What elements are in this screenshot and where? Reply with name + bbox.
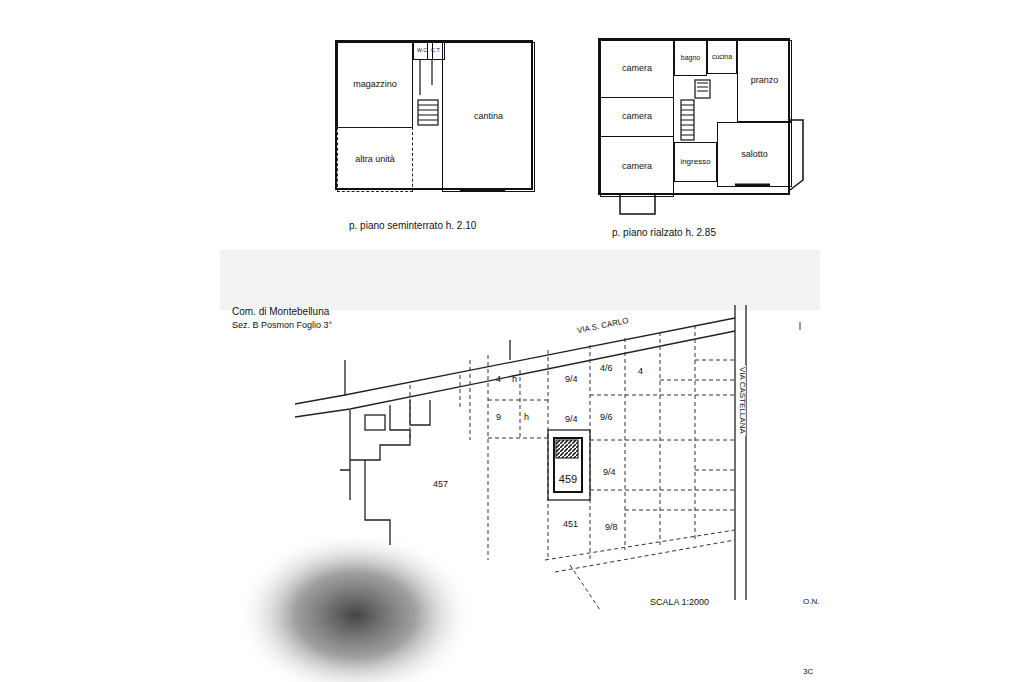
room: salotto	[717, 122, 792, 187]
road-outline	[295, 305, 746, 600]
bay-window	[460, 120, 803, 214]
map-label: 3C	[803, 668, 813, 677]
room: bagno	[674, 40, 707, 76]
room-label: salotto	[741, 150, 768, 160]
room: W.C.	[413, 42, 433, 60]
plan-caption: p. piano rialzato h. 2.85	[612, 227, 716, 238]
stair-symbol	[681, 80, 710, 140]
room-label: cucina	[712, 53, 732, 61]
room-label: magazzino	[353, 80, 397, 90]
room-label: C.T.	[431, 48, 441, 54]
room-label: altra unità	[355, 155, 395, 165]
parcel-building: 459	[553, 437, 583, 493]
map-label: 9	[496, 413, 501, 423]
room-label: pranzo	[751, 76, 779, 86]
floor-plan: p. piano seminterrato h. 2.10magazzinoW.…	[335, 40, 533, 190]
room: cucina	[707, 40, 737, 74]
map-label: h	[512, 375, 517, 385]
room: camera	[600, 136, 674, 197]
map-label: 4	[638, 367, 643, 377]
map-label: 9/4	[565, 415, 578, 425]
room: magazzino	[337, 42, 413, 128]
map-label: 4/6	[600, 364, 613, 374]
room-label: camera	[622, 162, 652, 172]
room: ingresso	[674, 142, 717, 182]
map-label: 9/4	[565, 375, 578, 385]
plan-caption: p. piano seminterrato h. 2.10	[349, 220, 476, 231]
map-label: 9/4	[603, 468, 616, 478]
room: pranzo	[737, 40, 792, 122]
street-name: VIA S. CARLO	[575, 317, 632, 337]
scan-noise	[220, 250, 820, 310]
room-label: camera	[622, 112, 652, 122]
room-label: 459	[559, 473, 577, 485]
map-label: 9/8	[605, 523, 618, 533]
scan-smudge	[235, 530, 475, 682]
map-label: O.N.	[803, 598, 819, 607]
room: cantina	[442, 42, 535, 192]
room: camera	[600, 40, 674, 98]
map-label: h	[524, 413, 529, 423]
room-label: camera	[622, 64, 652, 74]
map-label: 9/6	[600, 413, 613, 423]
stair-symbol	[418, 60, 438, 125]
map-label: 451	[563, 520, 578, 530]
street-name: VIA CASTELLANA	[737, 365, 746, 436]
room-label: cantina	[474, 112, 503, 122]
hatched-building	[556, 440, 578, 458]
map-label: 457	[433, 480, 448, 490]
building-outline	[340, 400, 430, 545]
map-label: SCALA 1:2000	[650, 598, 709, 608]
map-label: Sez. B Posmon Foglio 3°	[232, 321, 332, 331]
plot-boundary	[548, 430, 590, 500]
map-label: 4	[496, 375, 501, 385]
room-label: ingresso	[680, 158, 710, 167]
floor-plan: p. piano rialzato h. 2.85camerabagnocuci…	[598, 38, 790, 195]
parcel-boundary	[410, 325, 735, 610]
room: altra unità	[337, 127, 413, 192]
room: camera	[600, 97, 674, 137]
map-label: Com. di Montebelluna	[232, 306, 329, 317]
room-label: bagno	[681, 54, 700, 62]
